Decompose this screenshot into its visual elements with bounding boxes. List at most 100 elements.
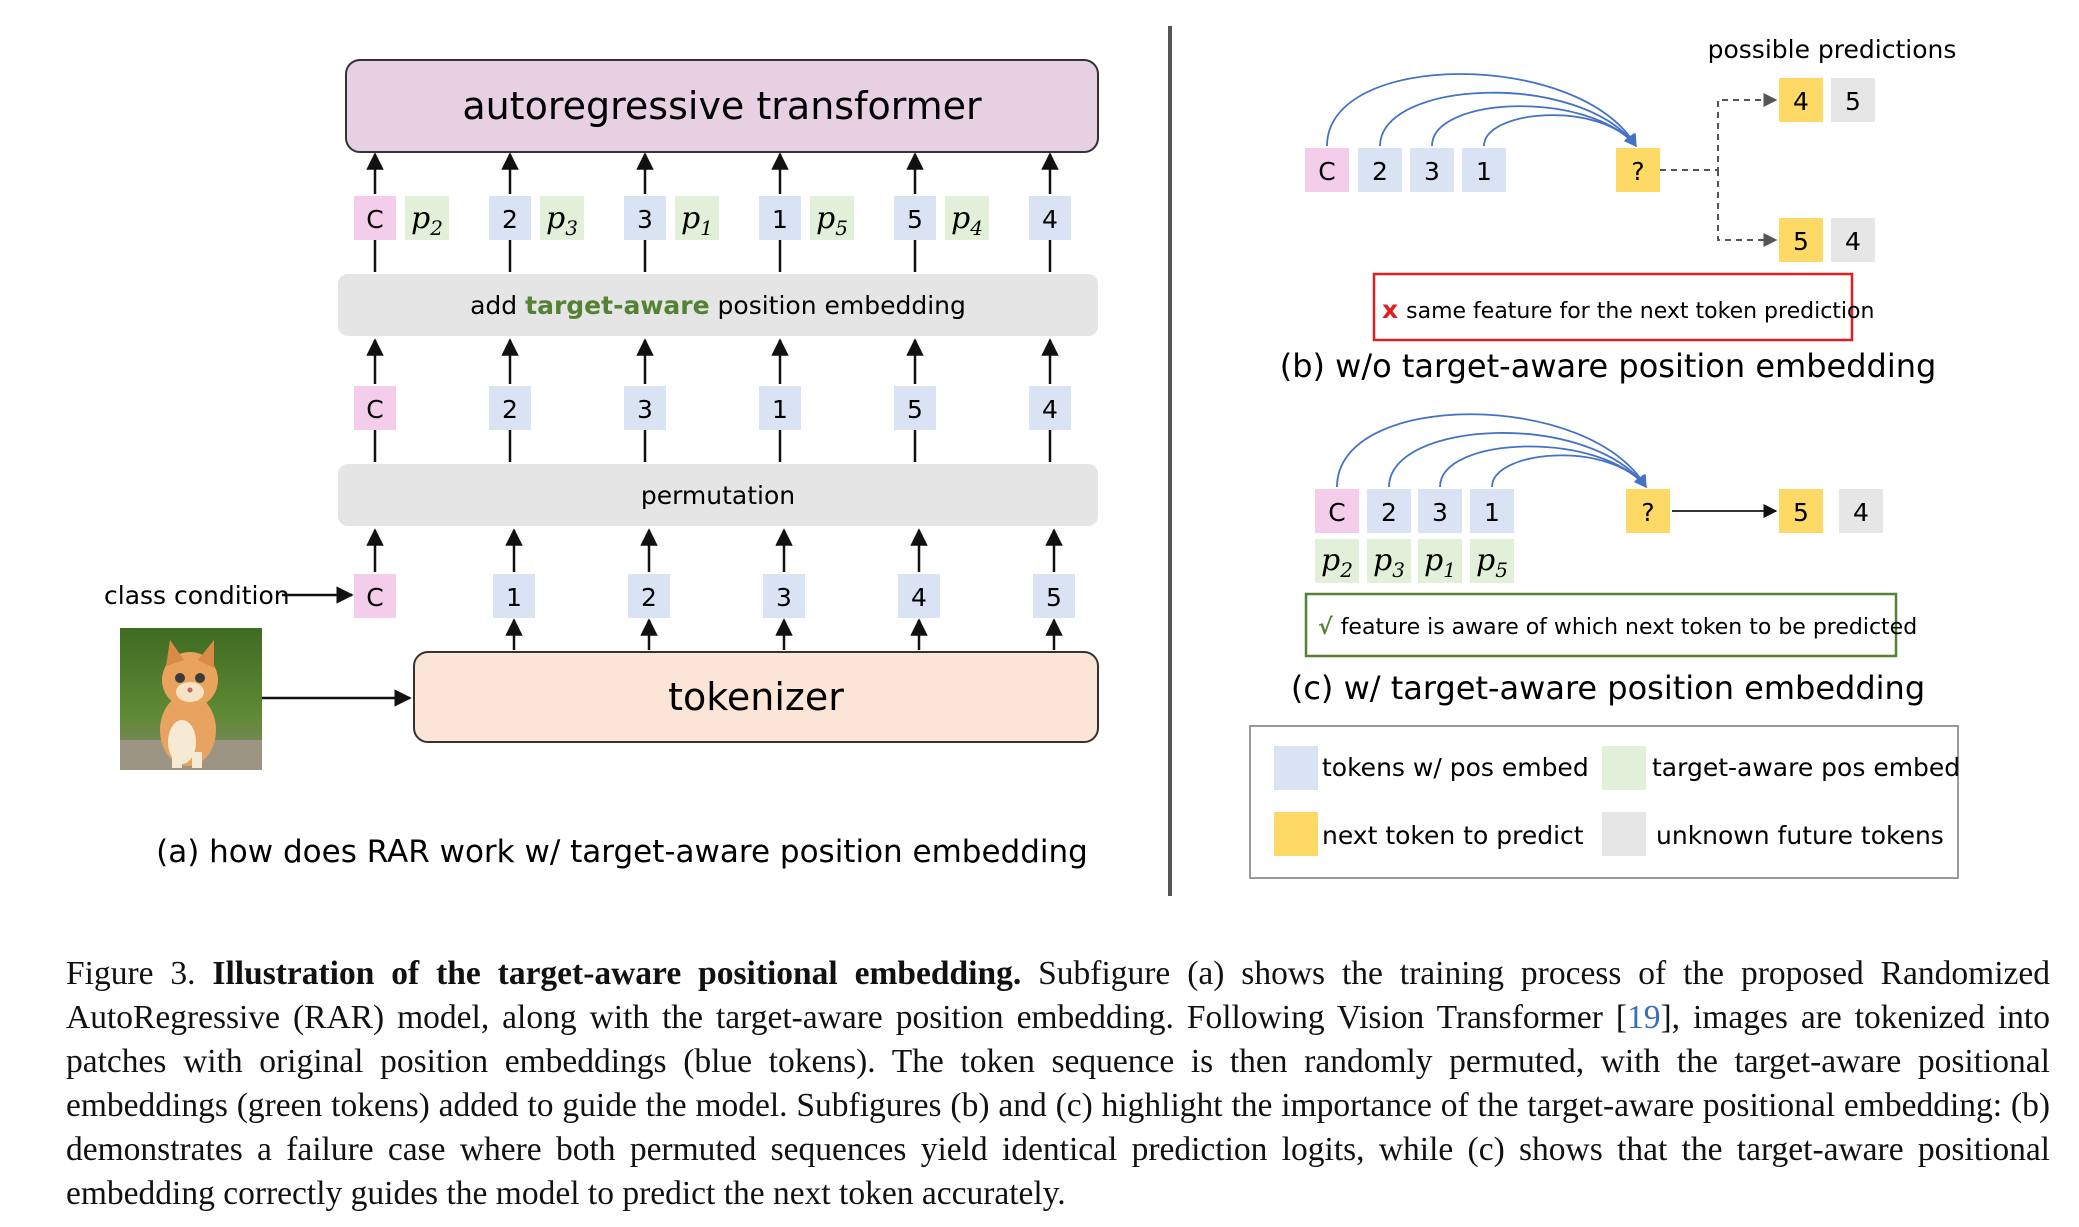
token-mid-label-5: 4	[1042, 395, 1058, 424]
pos-embed-top-1	[540, 196, 584, 240]
b-attention-arc-1	[1379, 91, 1637, 148]
pos-embed-top-label-0: p2	[411, 201, 443, 240]
token-mid-0	[354, 386, 396, 430]
pos-embed-top-label-1: p3	[546, 201, 578, 240]
token-bottom-label-0: C	[366, 583, 383, 612]
token-bottom-label-4: 4	[911, 583, 927, 612]
c-token-label-3: 1	[1484, 498, 1500, 527]
c-pred-label-1: 4	[1853, 498, 1869, 527]
pos-embed-top-label-2: p1	[681, 201, 713, 240]
c-token-1	[1367, 489, 1411, 533]
panel-c-subtitle: (c) w/ target-aware position embedding	[1291, 669, 1925, 707]
token-mid-1	[489, 386, 531, 430]
token-mid-label-4: 5	[907, 395, 923, 424]
note-box-failure	[1372, 272, 1854, 342]
c-pred-label-0: 5	[1793, 498, 1809, 527]
dashed-connector-bottom	[1717, 170, 1778, 247]
token-top-label-0: C	[366, 205, 383, 234]
legend-swatch-gray	[1602, 812, 1646, 856]
add-embedding-bar	[338, 274, 1098, 336]
class-condition-label: class condition	[104, 581, 290, 610]
b-token-2	[1410, 148, 1454, 192]
token-top-4	[894, 196, 936, 240]
pos-embed-top-4	[945, 196, 989, 240]
legend-swatch-green	[1602, 746, 1646, 790]
token-mid-label-2: 3	[637, 395, 653, 424]
b-pred-bottom-0	[1779, 218, 1823, 262]
token-top-2	[624, 196, 666, 240]
b-token-label-1: 2	[1372, 157, 1388, 186]
token-mid-label-0: C	[366, 395, 383, 424]
token-mid-label-3: 1	[772, 395, 788, 424]
b-token-0	[1305, 148, 1349, 192]
token-mid-4	[894, 386, 936, 430]
c-token-label-0: C	[1328, 498, 1345, 527]
caption-title: Illustration of the target-aware positio…	[212, 955, 1022, 992]
b-pred-bottom-label-0: 5	[1793, 227, 1809, 256]
token-top-1	[489, 196, 531, 240]
pos-embed-top-3	[810, 196, 854, 240]
tokenizer-box	[413, 651, 1099, 743]
c-attention-arc-2	[1439, 445, 1647, 488]
transformer-box	[345, 59, 1099, 153]
token-top-label-2: 3	[637, 205, 653, 234]
token-bottom-0	[354, 574, 396, 618]
panel-b-arcs	[1326, 73, 1637, 148]
dashed-connector-top	[1660, 93, 1778, 171]
c-pred-0	[1779, 489, 1823, 533]
permutation-label: permutation	[641, 481, 795, 510]
caption-label: Figure 3.	[66, 955, 213, 992]
c-pos-embed-label-3: p5	[1476, 543, 1508, 582]
b-pred-top-label-1: 5	[1845, 87, 1861, 116]
pos-embed-top-2	[675, 196, 719, 240]
possible-predictions-label: possible predictions	[1708, 35, 1957, 64]
token-mid-label-1: 2	[502, 395, 518, 424]
caption-text-1: Subfigure (a) shows the training process…	[66, 955, 2050, 1036]
legend-yellow-label: next token to predict	[1322, 821, 1584, 850]
b-attention-arc-2	[1431, 105, 1637, 147]
token-top-label-3: 1	[772, 205, 788, 234]
b-token-3	[1462, 148, 1506, 192]
b-token-label-2: 3	[1424, 157, 1440, 186]
c-pos-embed-1	[1367, 539, 1411, 583]
token-mid-3	[759, 386, 801, 430]
token-bottom-2	[628, 574, 670, 618]
c-pos-embed-label-2: p1	[1424, 543, 1456, 582]
token-bottom-label-5: 5	[1046, 583, 1062, 612]
note-success: √feature is aware of which next token to…	[1318, 615, 1917, 640]
panel-a-subtitle: (a) how does RAR work w/ target-aware po…	[156, 834, 1088, 870]
token-bottom-label-2: 2	[641, 583, 657, 612]
b-pred-top-1	[1831, 78, 1875, 122]
b-token-label-0: C	[1318, 157, 1335, 186]
legend-green-label: target-aware pos embed	[1652, 753, 1960, 782]
c-token-label-1: 2	[1381, 498, 1397, 527]
c-pos-embed-2	[1418, 539, 1462, 583]
c-query-token	[1626, 489, 1670, 533]
tokenizer-label: tokenizer	[668, 675, 844, 719]
transformer-label: autoregressive transformer	[462, 84, 982, 128]
legend: tokens w/ pos embed target-aware pos emb…	[1249, 725, 1960, 879]
pos-embed-top-label-4: p4	[951, 201, 983, 240]
c-token-label-2: 3	[1432, 498, 1448, 527]
panel-b-subtitle: (b) w/o target-aware position embedding	[1280, 347, 1937, 385]
token-bottom-5	[1033, 574, 1075, 618]
c-attention-arc-3	[1491, 454, 1647, 488]
b-token-label-3: 1	[1476, 157, 1492, 186]
pos-embed-top-0	[405, 196, 449, 240]
b-pred-bottom-1	[1831, 218, 1875, 262]
token-mid-5	[1029, 386, 1071, 430]
b-query-token	[1616, 148, 1660, 192]
c-pos-embed-3	[1470, 539, 1514, 583]
token-top-3	[759, 196, 801, 240]
caption-text-2: ], images are tokenized into patches wit…	[66, 999, 2050, 1212]
c-token-2	[1418, 489, 1462, 533]
c-pos-embed-label-0: p2	[1321, 543, 1353, 582]
b-pred-bottom-label-1: 4	[1845, 227, 1861, 256]
caption-ref-link[interactable]: 19	[1626, 999, 1661, 1036]
